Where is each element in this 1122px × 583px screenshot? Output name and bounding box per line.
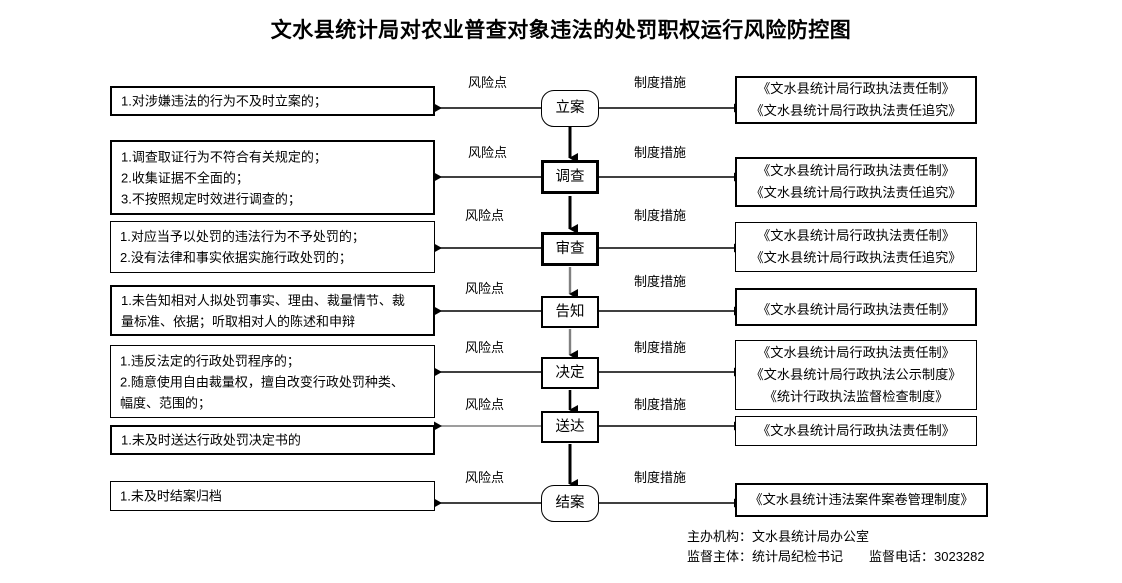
risk-box-text: 1.对应当予以处罚的违法行为不予处罚的； 2.没有法律和事实依据实施行政处罚的； [120,229,365,265]
edge-label-risk-1: 风险点 [468,75,508,90]
measure-box-1: 《文水县统计局行政执法责任制》 《文水县统计局行政执法责任追究》 [735,76,977,124]
process-node-label: 告知 [555,303,585,320]
measure-box-7: 《文水县统计违法案件案卷管理制度》 [735,483,988,517]
measure-box-5: 《文水县统计局行政执法责任制》 《文水县统计局行政执法公示制度》 《统计行政执法… [735,340,977,410]
risk-box-text: 1.违反法定的行政处罚程序的； 2.随意使用自由裁量权，擅自改变行政处罚种类、 … [120,353,404,410]
edge-label-risk-5: 风险点 [465,340,505,355]
process-node-songda[interactable]: 送达 [541,411,599,443]
edge-label-risk-2: 风险点 [468,145,508,160]
measure-box-text: 《文水县统计局行政执法责任制》 《文水县统计局行政执法责任追究》 [750,163,962,200]
page-title: 文水县统计局对农业普查对象违法的处罚职权运行风险防控图 [270,18,852,42]
edge-label-measure-7: 制度措施 [634,470,687,485]
measure-box-6: 《文水县统计局行政执法责任制》 [735,416,977,446]
process-node-diaocha[interactable]: 调查 [541,160,599,194]
process-node-label: 立案 [555,100,585,117]
risk-box-3: 1.对应当予以处罚的违法行为不予处罚的； 2.没有法律和事实依据实施行政处罚的； [110,221,435,273]
process-node-jiean[interactable]: 结案 [541,485,599,522]
risk-box-text: 1.调查取证行为不符合有关规定的； 2.收集证据不全面的； 3.不按照规定时效进… [121,149,327,206]
measure-box-2: 《文水县统计局行政执法责任制》 《文水县统计局行政执法责任追究》 [735,157,977,207]
edge-label-risk-4: 风险点 [465,281,505,296]
process-node-label: 送达 [555,418,585,435]
edge-label-risk-6: 风险点 [465,397,505,412]
edge-label-risk-3: 风险点 [465,208,505,223]
process-node-label: 决定 [555,364,585,381]
process-node-label: 调查 [555,168,585,185]
edge-label-measure-5: 制度措施 [634,340,687,355]
risk-box-text: 1.未告知相对人拟处罚事实、理由、裁量情节、裁 量标准、依据；听取相对人的陈述和… [121,292,405,329]
risk-box-2: 1.调查取证行为不符合有关规定的； 2.收集证据不全面的； 3.不按照规定时效进… [110,140,435,215]
process-node-liaan[interactable]: 立案 [541,90,599,127]
edge-label-measure-6: 制度措施 [634,397,687,412]
process-node-label: 结案 [555,495,585,512]
risk-box-6: 1.未及时送达行政处罚决定书的 [110,425,435,455]
footer-organizer: 主办机构：文水县统计局办公室 [687,529,870,544]
edge-label-measure-1: 制度措施 [634,75,687,90]
measure-box-text: 《文水县统计局行政执法责任制》 [757,302,955,317]
risk-box-7: 1.未及时结案归档 [110,481,435,511]
measure-box-text: 《文水县统计局行政执法责任制》 《文水县统计局行政执法公示制度》 《统计行政执法… [750,345,962,404]
risk-box-1: 1.对涉嫌违法的行为不及时立案的； [110,86,435,116]
edge-label-measure-3: 制度措施 [634,208,687,223]
measure-box-4: 《文水县统计局行政执法责任制》 [735,288,977,326]
process-node-shencha[interactable]: 审查 [541,232,599,266]
process-node-gaozhi[interactable]: 告知 [541,296,599,328]
risk-box-5: 1.违反法定的行政处罚程序的； 2.随意使用自由裁量权，擅自改变行政处罚种类、 … [110,345,435,418]
risk-box-text: 1.未及时结案归档 [120,488,222,504]
measure-box-3: 《文水县统计局行政执法责任制》 《文水县统计局行政执法责任追究》 [735,222,977,272]
footer-supervisor: 监督主体：统计局纪检书记 监督电话：3023282 [687,549,985,564]
process-node-jueding[interactable]: 决定 [541,357,599,389]
edge-label-measure-4: 制度措施 [634,274,687,289]
risk-box-text: 1.未及时送达行政处罚决定书的 [121,432,301,448]
measure-box-text: 《文水县统计局行政执法责任制》 [757,423,955,438]
process-node-label: 审查 [555,240,585,257]
edge-label-risk-7: 风险点 [465,470,505,485]
risk-box-4: 1.未告知相对人拟处罚事实、理由、裁量情节、裁 量标准、依据；听取相对人的陈述和… [110,285,435,336]
measure-box-text: 《文水县统计局行政执法责任制》 《文水县统计局行政执法责任追究》 [750,81,962,118]
edge-label-measure-2: 制度措施 [634,145,687,160]
measure-box-text: 《文水县统计违法案件案卷管理制度》 [749,492,974,507]
measure-box-text: 《文水县统计局行政执法责任制》 《文水县统计局行政执法责任追究》 [750,228,962,265]
risk-box-text: 1.对涉嫌违法的行为不及时立案的； [121,93,327,109]
